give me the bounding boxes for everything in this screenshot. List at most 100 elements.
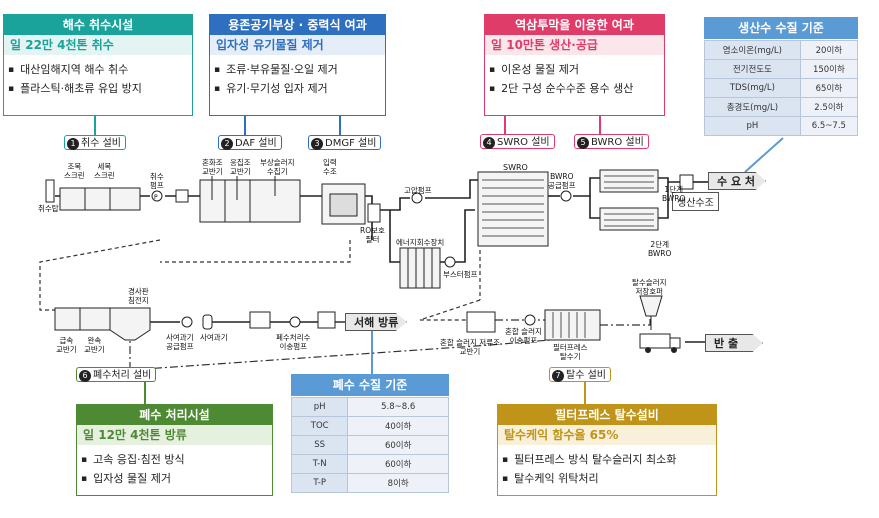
- bwro-feed-pump: [560, 190, 572, 202]
- settler-tank: [109, 307, 151, 341]
- discharge-label: 서해 방류: [354, 316, 399, 329]
- table-value: 6.5~7.5: [799, 116, 859, 136]
- float-collector-label: 부상슬러지 수집기: [260, 158, 295, 176]
- table-key: SS: [290, 435, 349, 455]
- sludge-hopper-label: 탈수슬러지 저장호퍼: [632, 278, 667, 296]
- list-item: 대산임해지역 해수 취수: [20, 61, 192, 80]
- daf-callout-title: 용존공기부상 · 중력식 여과: [210, 15, 385, 35]
- bwro2-label: 2단계 BWRO: [648, 240, 672, 258]
- intake-callout: 해수 취수시설 일 22만 4천톤 취수 대산임해지역 해수 취수 플라스틱·해…: [3, 14, 193, 116]
- table-value: 20이하: [799, 40, 859, 60]
- bwro-stage2-rack: [599, 207, 659, 231]
- pipe: [573, 177, 600, 197]
- list-item: 고속 응집·침전 방식: [93, 451, 272, 470]
- intake-pump-label: 취수 펌프: [150, 172, 164, 190]
- fine-screen-label: 세목 스크린: [94, 162, 115, 180]
- booster-pump-label: 부스터펌프: [443, 270, 478, 279]
- treated-water-pump: [289, 316, 301, 328]
- sludge-hopper: [639, 295, 663, 317]
- list-item: 유기·무기성 입자 제거: [226, 80, 385, 99]
- waste-pump-label: 폐수처리수 이송펌프: [276, 333, 311, 351]
- table-value: 5.8~8.6: [347, 397, 449, 417]
- coarse-screen-label: 조목 스크린: [64, 162, 85, 180]
- waste-pipe: [39, 239, 161, 311]
- list-item: 플라스틱·해초류 유입 방지: [20, 80, 192, 99]
- ro-protect-filter: [367, 203, 381, 223]
- slow-mix-tank: [79, 307, 111, 331]
- consumer-label: 수 요 처: [717, 175, 756, 188]
- sludge-pipe: [129, 330, 551, 371]
- sludge-transfer-pump: [524, 314, 536, 326]
- product-tank: [679, 174, 694, 190]
- waste-pipe: [419, 299, 481, 321]
- bwro1-label: 1단계 BWRO: [662, 185, 686, 203]
- list-item: 2단 구성 순수수준 용수 생산: [501, 80, 664, 99]
- truck: [639, 333, 681, 353]
- carryout-arrow: 반 출: [705, 334, 763, 352]
- bwro-pump-label: BWRO 공급펌프: [548, 172, 576, 190]
- sludge-tank-label: 혼합 슬러지 저류조 교반기: [440, 338, 500, 356]
- table-key: 염소이온(mg/L): [704, 40, 801, 60]
- table-value: 8이하: [347, 473, 449, 493]
- energy-recovery-label: 에너지회수장치: [396, 238, 445, 247]
- ro-filter-label: RO보호 필터: [360, 226, 385, 244]
- consumer-arrow: 수 요 처: [708, 172, 766, 190]
- intake-tower: [45, 179, 55, 203]
- press-callout-title: 필터프레스 탈수설비: [498, 405, 716, 425]
- list-item: 입자성 물질 제거: [93, 470, 272, 489]
- rapid-mixer-label: 급속 교반기: [56, 336, 77, 354]
- intake-pump: [151, 190, 163, 202]
- waste-callout-list: 고속 응집·침전 방식 입자성 물질 제거: [77, 451, 272, 489]
- filter-press-label: 필터프레스 탈수기: [553, 343, 588, 361]
- sand-filter-label: 사여과기: [200, 333, 228, 342]
- sand-filter-feed-pump: [181, 316, 193, 328]
- filter-press: [544, 309, 601, 341]
- intake-callout-subtitle: 일 22만 4천톤 취수: [4, 35, 192, 55]
- table-key: TDS(mg/L): [704, 78, 801, 98]
- intake-tower-label: 취수탑: [38, 204, 59, 213]
- table-key: pH: [704, 116, 801, 136]
- pipe: [380, 197, 410, 211]
- waste-callout-title: 폐수 처리시설: [77, 405, 272, 425]
- pipe: [440, 209, 475, 263]
- screen-channel: [59, 187, 141, 211]
- table-row: 염소이온(mg/L)20이하: [704, 40, 859, 60]
- sludge-pump-label: 혼합 슬러지 이송펌프: [505, 327, 542, 345]
- table-row: TDS(mg/L)65이하: [704, 78, 859, 98]
- waste-table-title: 폐수 수질 기준: [291, 374, 449, 396]
- treated-water-tank: [249, 311, 271, 329]
- daf-callout-list: 조류·부유물질·오일 제거 유기·무기성 입자 제거: [210, 61, 385, 99]
- pipe: [658, 177, 680, 183]
- floc-tank-label: 응집조 교반기: [230, 158, 251, 176]
- list-item: 조류·부유물질·오일 제거: [226, 61, 385, 80]
- press-callout: 필터프레스 탈수설비 탈수케익 함수율 65% 필터프레스 방식 탈수슬러지 최…: [497, 404, 717, 496]
- energy-recovery-unit: [399, 247, 441, 289]
- daf-callout: 용존공기부상 · 중력식 여과 입자성 유기물질 제거 조류·부유물질·오일 제…: [209, 14, 386, 116]
- table-key: pH: [290, 397, 349, 417]
- press-callout-subtitle: 탈수케익 함수율 65%: [498, 425, 716, 445]
- mixing-tank-label: 혼화조 교반기: [202, 158, 223, 176]
- ro-callout: 역삼투막을 이용한 여과 일 10만톤 생산·공급 이온성 물질 제거 2단 구…: [484, 14, 665, 116]
- list-item: 이온성 물질 제거: [501, 61, 664, 80]
- carryout-label: 반 출: [714, 337, 739, 350]
- table-key: 총경도(mg/L): [704, 97, 801, 117]
- leader-line: [744, 137, 784, 173]
- settler-label: 경사판 침전지: [128, 287, 149, 305]
- intake-callout-title: 해수 취수시설: [4, 15, 192, 35]
- bwro-stage1-rack: [599, 169, 659, 193]
- waste-callout: 폐수 처리시설 일 12만 4천톤 방류 고속 응집·침전 방식 입자성 물질 …: [76, 404, 273, 496]
- discharge-tank: [317, 311, 336, 329]
- svg-text:P: P: [154, 194, 158, 201]
- list-item: 탈수케익 위탁처리: [514, 470, 716, 489]
